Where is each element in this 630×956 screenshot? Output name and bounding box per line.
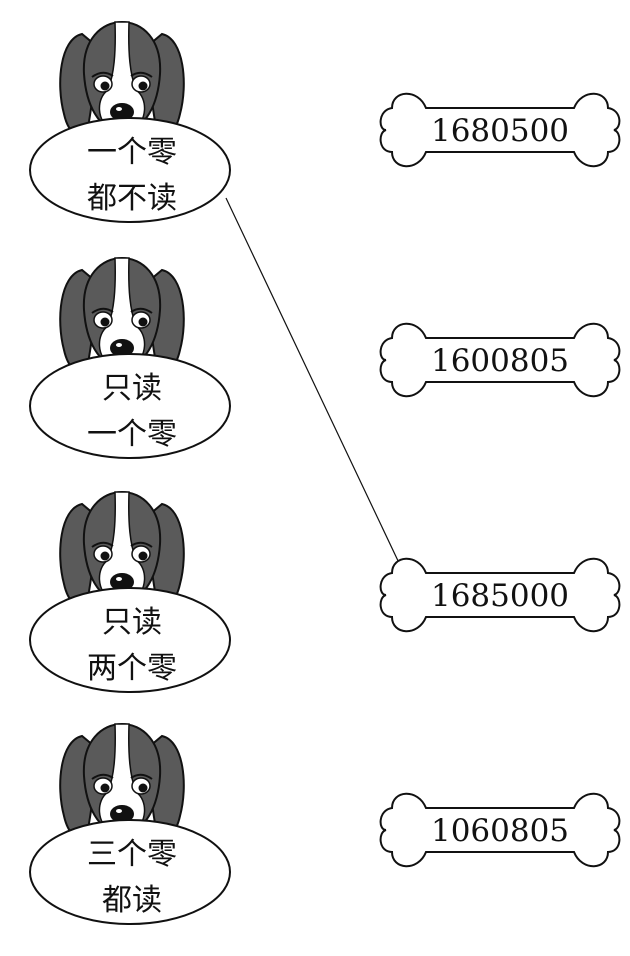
dog-card-4[interactable]: 三个零 都读 bbox=[29, 723, 231, 925]
dog-4-line-2: 都读 bbox=[102, 883, 162, 918]
bone-2-number: 1600805 bbox=[431, 343, 569, 379]
bone-4-number: 1060805 bbox=[431, 813, 569, 849]
bone-card-1[interactable]: 1680500 bbox=[379, 92, 621, 168]
oval-label-4 bbox=[29, 819, 231, 925]
dog-1-line-1: 一个零 bbox=[87, 135, 177, 170]
dog-2-line-2: 一个零 bbox=[87, 417, 177, 452]
dog-4-line-1: 三个零 bbox=[87, 837, 177, 872]
oval-label-2 bbox=[29, 353, 231, 459]
dog-2-line-1: 只读 bbox=[102, 371, 162, 406]
bone-card-4[interactable]: 1060805 bbox=[379, 792, 621, 868]
dog-3-line-2: 两个零 bbox=[87, 651, 177, 686]
bone-3-number: 1685000 bbox=[431, 578, 569, 614]
dog-1-line-2: 都不读 bbox=[87, 181, 177, 216]
bone-card-2[interactable]: 1600805 bbox=[379, 322, 621, 398]
bone-card-3[interactable]: 1685000 bbox=[379, 557, 621, 633]
bone-1-number: 1680500 bbox=[431, 113, 569, 149]
dog-card-1[interactable]: 一个零 都不读 bbox=[29, 21, 231, 223]
dog-card-3[interactable]: 只读 两个零 bbox=[29, 491, 231, 693]
connection-lines bbox=[225, 197, 401, 566]
dog-card-2[interactable]: 只读 一个零 bbox=[29, 257, 231, 459]
dog-3-line-1: 只读 bbox=[102, 605, 162, 640]
connection-line-1 bbox=[225, 197, 401, 566]
oval-label-3 bbox=[29, 587, 231, 693]
oval-label-1 bbox=[29, 117, 231, 223]
